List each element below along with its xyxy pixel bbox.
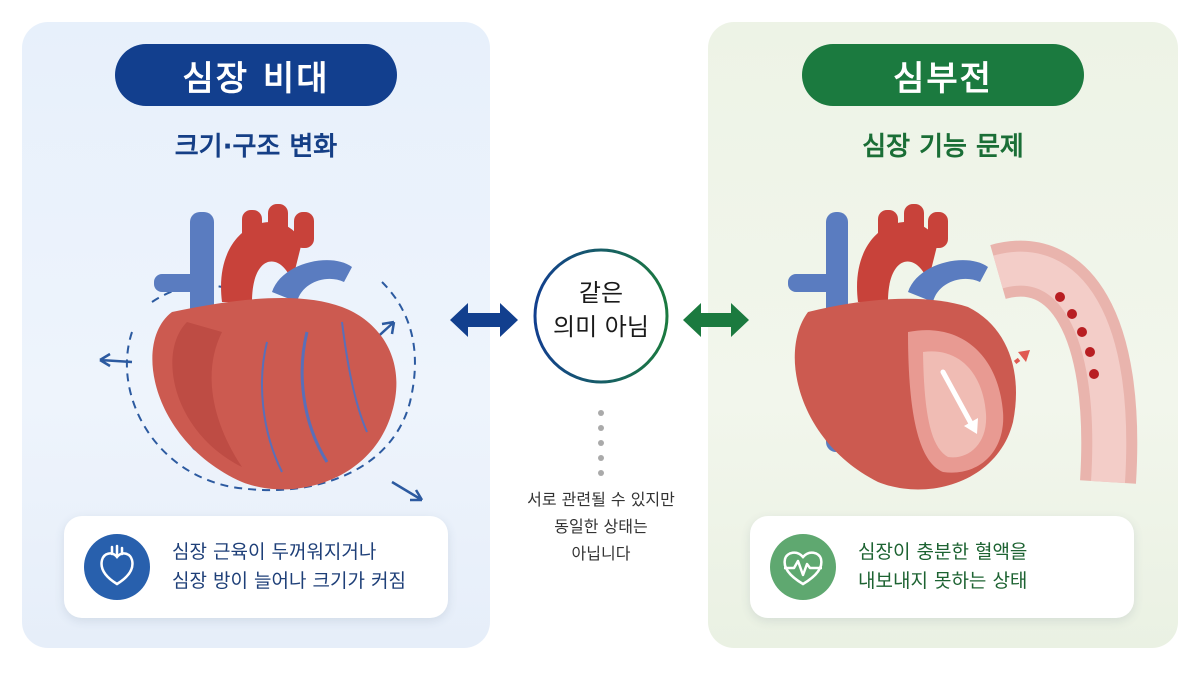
heart-failure-panel: 심부전 심장 기능 문제 [708, 22, 1178, 648]
failing-heart-illustration [788, 204, 1138, 490]
enlarged-heart-illustration [99, 204, 424, 502]
enlarged-heart-description-card: 심장 근육이 두꺼워지거나 심장 방이 늘어나 크기가 커짐 [64, 516, 448, 618]
description-line: 심장 방이 늘어나 크기가 커짐 [172, 570, 406, 592]
description-line: 내보내지 못하는 상태 [858, 570, 1028, 592]
note-line: 동일한 상태는 [554, 517, 648, 536]
heart-failure-description: 심장이 충분한 혈액을 내보내지 못하는 상태 [858, 538, 1128, 596]
heart-outline-icon [84, 534, 150, 600]
blue-double-arrow-icon [450, 303, 518, 337]
enlarged-heart-panel: 심장 비대 크기·구조 변화 심장 근육이 두꺼워지거나 [22, 22, 490, 648]
not-same-meaning-label: 같은 의미 아님 [521, 276, 681, 344]
relation-note: 서로 관련될 수 있지만 동일한 상태는 아닙니다 [481, 486, 721, 567]
heart-failure-subtitle: 심장 기능 문제 [862, 132, 1024, 162]
enlarged-heart-description: 심장 근육이 두꺼워지거나 심장 방이 늘어나 크기가 커짐 [172, 538, 442, 596]
description-line: 심장 근육이 두꺼워지거나 [172, 541, 377, 563]
heartbeat-icon [770, 534, 836, 600]
heart-failure-description-card: 심장이 충분한 혈액을 내보내지 못하는 상태 [750, 516, 1134, 618]
description-line: 심장이 충분한 혈액을 [858, 541, 1028, 563]
heart-failure-title: 심부전 [802, 44, 1084, 106]
dotted-connector [598, 410, 604, 476]
enlarged-heart-subtitle: 크기·구조 변화 [174, 132, 338, 162]
not-same-meaning-circle [533, 248, 669, 384]
enlarged-heart-title: 심장 비대 [115, 44, 397, 106]
note-line: 아닙니다 [571, 544, 631, 563]
center-label-line: 의미 아님 [553, 313, 649, 341]
center-label-line: 같은 [578, 279, 624, 307]
note-line: 서로 관련될 수 있지만 [527, 490, 675, 509]
green-double-arrow-icon [683, 303, 749, 337]
